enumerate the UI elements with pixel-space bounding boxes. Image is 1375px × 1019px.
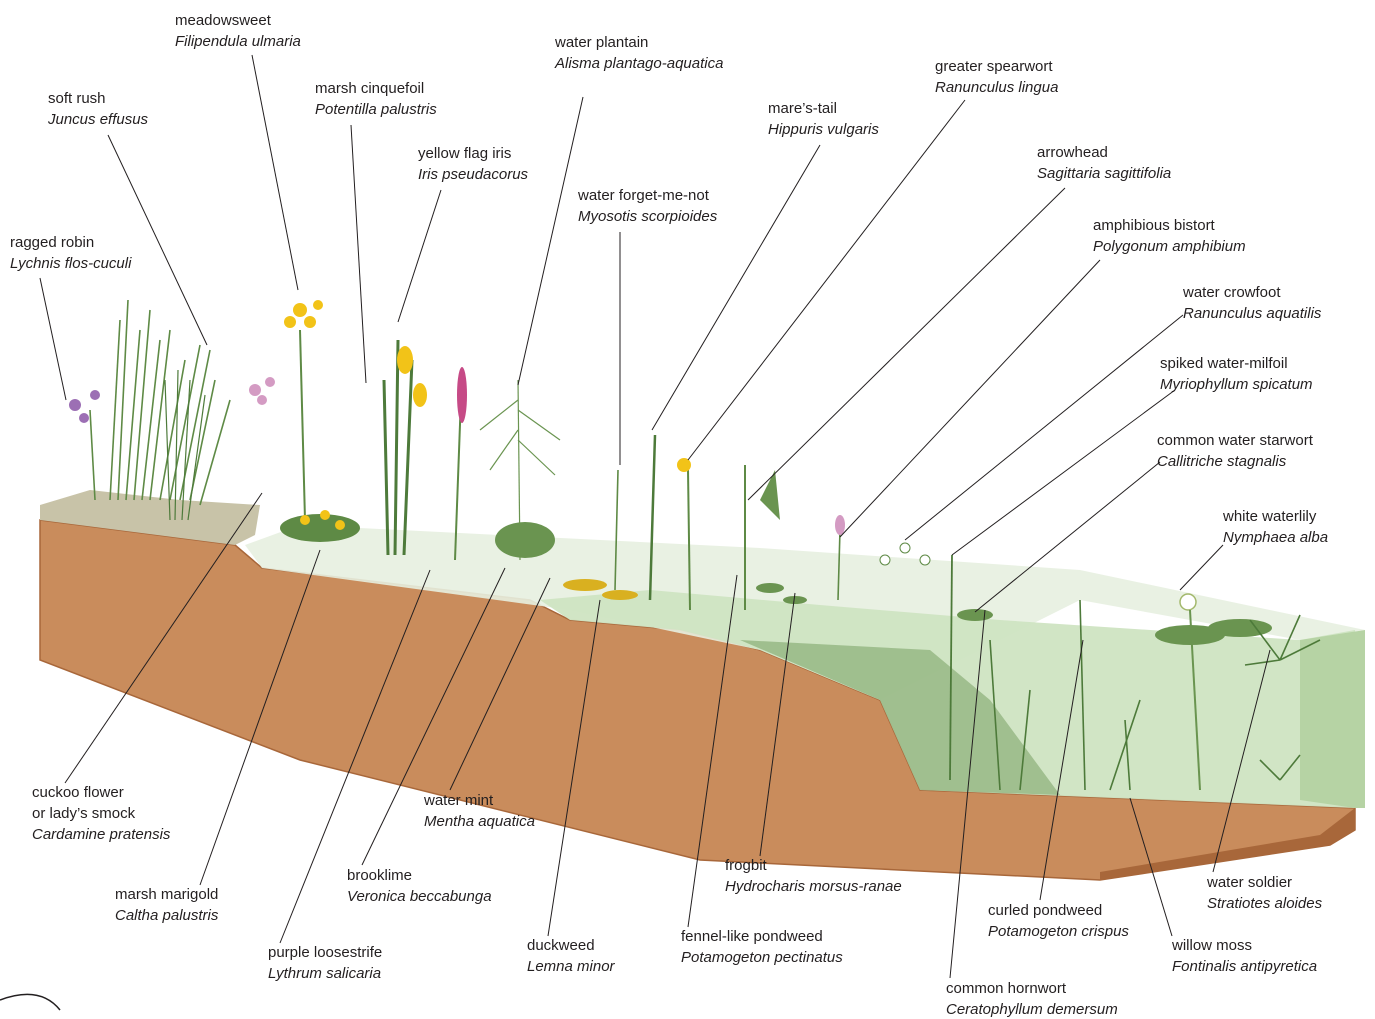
- label-yellow-flag-iris: yellow flag iris Iris pseudacorus: [418, 143, 528, 185]
- label-water-soldier: water soldier Stratiotes aloides: [1207, 872, 1322, 914]
- leader-line-ragged-robin: [40, 278, 66, 400]
- label-duckweed: duckweed Lemna minor: [527, 935, 615, 977]
- corner-fragment: [0, 994, 60, 1010]
- water-block-side: [1300, 630, 1365, 808]
- label-curled-pondweed: curled pondweed Potamogeton crispus: [988, 900, 1129, 942]
- leader-line-yellow-flag-iris: [398, 190, 441, 322]
- leader-line-greater-spearwort: [688, 100, 965, 460]
- label-arrowhead: arrowhead Sagittaria sagittifolia: [1037, 142, 1171, 184]
- label-ragged-robin: ragged robin Lychnis flos-cuculi: [10, 232, 131, 274]
- label-purple-loosestrife: purple loosestrife Lythrum salicaria: [268, 942, 382, 984]
- label-marsh-cinquefoil: marsh cinquefoil Potentilla palustris: [315, 78, 437, 120]
- label-water-crowfoot: water crowfoot Ranunculus aquatilis: [1183, 282, 1321, 324]
- meadowsweet-flowers: [284, 300, 323, 328]
- leader-line-spiked-water-milfoil: [952, 390, 1175, 555]
- leader-line-water-plantain: [518, 97, 583, 385]
- label-marsh-marigold: marsh marigold Caltha palustris: [115, 884, 218, 926]
- label-frogbit: frogbit Hydrocharis morsus-ranae: [725, 855, 902, 897]
- label-amphibious-bistort: amphibious bistort Polygonum amphibium: [1093, 215, 1246, 257]
- label-fennel-like-pondweed: fennel-like pondweed Potamogeton pectina…: [681, 926, 843, 968]
- leader-line-amphibious-bistort: [840, 260, 1100, 537]
- label-mares-tail: mare’s-tail Hippuris vulgaris: [768, 98, 879, 140]
- label-water-plantain: water plantain Alisma plantago-aquatica: [555, 32, 723, 74]
- water-starwort-rosettes: [957, 609, 993, 621]
- label-soft-rush: soft rush Juncus effusus: [48, 88, 148, 130]
- leader-line-arrowhead: [748, 188, 1065, 500]
- water-plantain-leaves: [495, 522, 555, 558]
- cuckoo-flower-blooms: [249, 377, 275, 405]
- label-brooklime: brooklime Veronica beccabunga: [347, 865, 492, 907]
- leader-line-water-crowfoot: [905, 315, 1183, 540]
- leader-line-white-waterlily: [1180, 545, 1223, 590]
- ragged-robin-flowers: [69, 390, 100, 423]
- yellow-flag-iris-plant: [384, 340, 427, 555]
- leader-line-marsh-cinquefoil: [351, 125, 366, 383]
- label-white-waterlily: white waterlily Nymphaea alba: [1223, 506, 1328, 548]
- label-spiked-water-milfoil: spiked water-milfoil Myriophyllum spicat…: [1160, 353, 1313, 395]
- label-common-hornwort: common hornwort Ceratophyllum demersum: [946, 978, 1118, 1019]
- label-greater-spearwort: greater spearwort Ranunculus lingua: [935, 56, 1058, 98]
- label-water-forget-me-not: water forget-me-not Myosotis scorpioides: [578, 185, 717, 227]
- meadowsweet-stem: [300, 330, 305, 520]
- label-willow-moss: willow moss Fontinalis antipyretica: [1172, 935, 1317, 977]
- label-cuckoo-flower: cuckoo flower or lady’s smock Cardamine …: [32, 782, 170, 845]
- bank-grasses: [90, 300, 230, 505]
- label-common-water-starwort: common water starwort Callitriche stagna…: [1157, 430, 1313, 472]
- purple-loosestrife-plant: [455, 367, 467, 560]
- marsh-marigold-patch: [280, 510, 360, 542]
- label-meadowsweet: meadowsweet Filipendula ulmaria: [175, 10, 301, 52]
- leader-line-meadowsweet: [252, 55, 298, 290]
- label-water-mint: water mint Mentha aquatica: [424, 790, 535, 832]
